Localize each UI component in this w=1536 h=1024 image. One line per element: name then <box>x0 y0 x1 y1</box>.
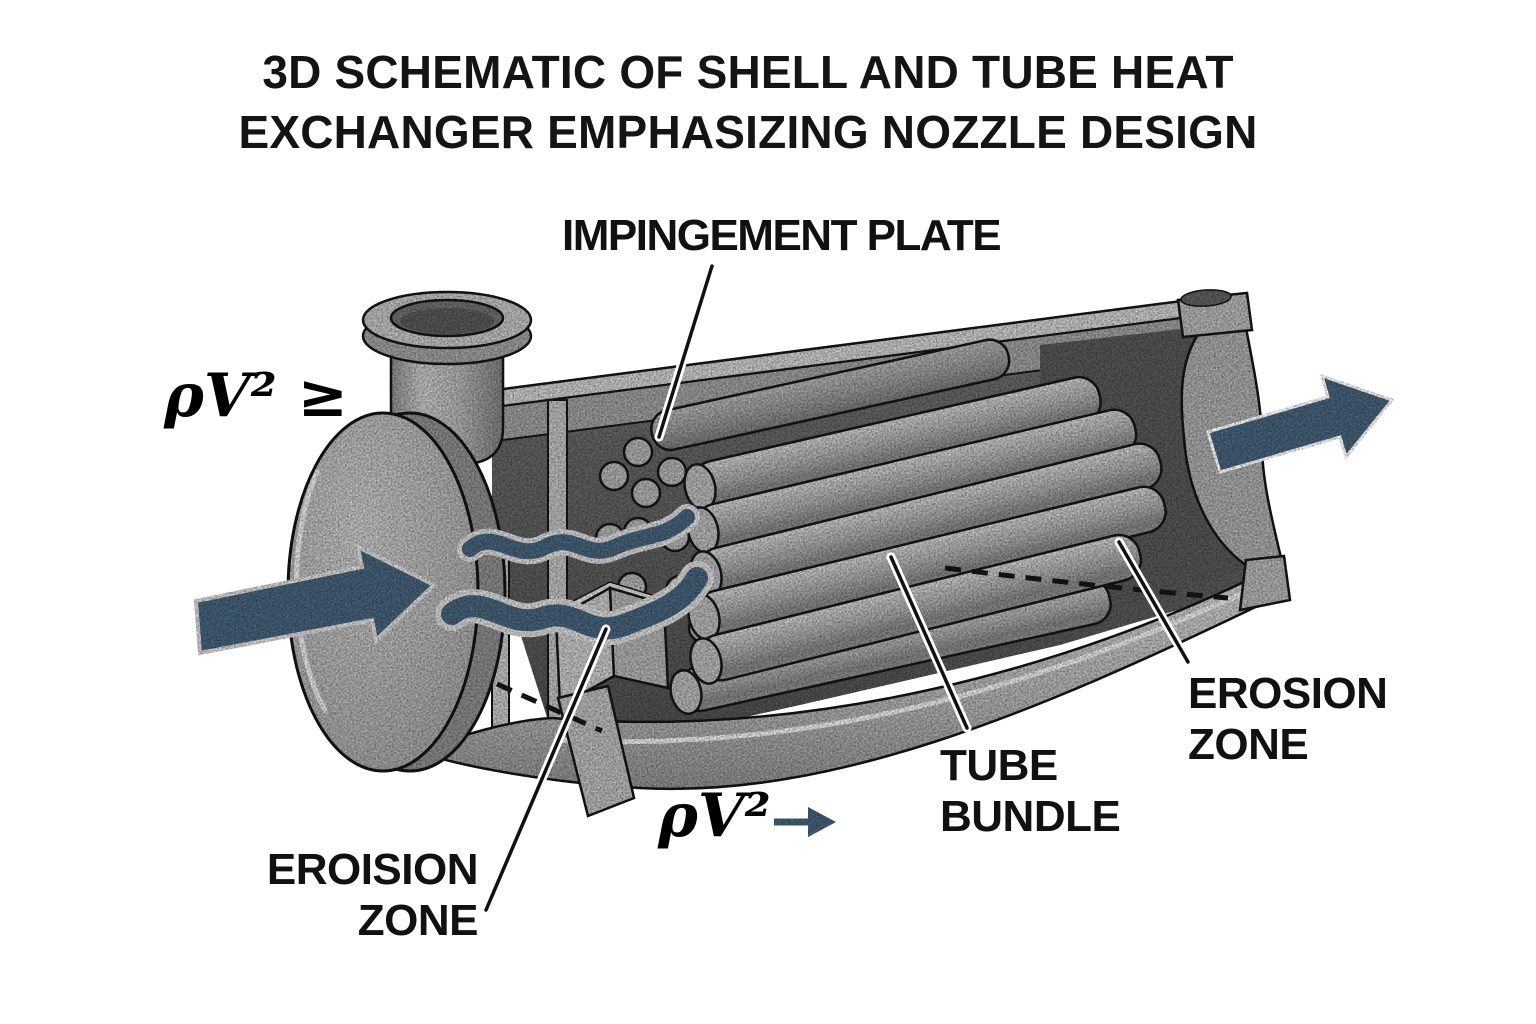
tube-bundle <box>669 375 1167 715</box>
internal-flow-arrow <box>774 807 836 837</box>
label-impingement-plate: IMPINGEMENT PLATE <box>562 211 1002 260</box>
label-erosion-zone-left-line1: EROISION <box>266 845 479 894</box>
label-erosion-zone-left-line2: ZONE <box>357 896 479 945</box>
label-momentum-inlet: ρV² ≥ <box>164 361 348 431</box>
label-erosion-zone-right-line2: ZONE <box>1188 720 1309 769</box>
page-title-line1: 3D SCHEMATIC OF SHELL AND TUBE HEAT <box>262 46 1234 98</box>
label-tube-bundle-line1: TUBE <box>940 741 1058 790</box>
shell-side-flow-waves <box>435 504 714 646</box>
tube-far <box>650 338 1011 452</box>
hidden-edge-dashes <box>495 565 1229 734</box>
leader-lines <box>481 261 1193 915</box>
leader-tube-bundle <box>886 552 972 733</box>
leader-impingement-plate <box>654 261 717 442</box>
label-tube-bundle: TUBE BUNDLE <box>940 740 1121 842</box>
label-tube-bundle-line2: BUNDLE <box>940 792 1121 841</box>
leader-erosion-zone-right <box>1114 537 1193 667</box>
page-title-line2: EXCHANGER EMPHASIZING NOZZLE DESIGN <box>238 106 1258 158</box>
flange-hole <box>1180 289 1232 307</box>
label-momentum-internal: ρV² <box>658 781 771 851</box>
label-erosion-zone-right-line1: EROSION <box>1188 669 1388 718</box>
page-title: 3D SCHEMATIC OF SHELL AND TUBE HEAT EXCH… <box>0 42 1516 162</box>
label-erosion-zone-left: EROISION ZONE <box>258 844 479 946</box>
leader-erosion-zone-left <box>481 624 611 915</box>
inlet-flow-arrow <box>193 543 438 656</box>
label-erosion-zone-right: EROSION ZONE <box>1188 668 1388 770</box>
right-end-foot-block <box>1238 554 1292 612</box>
outlet-flow-arrow <box>1206 373 1395 474</box>
